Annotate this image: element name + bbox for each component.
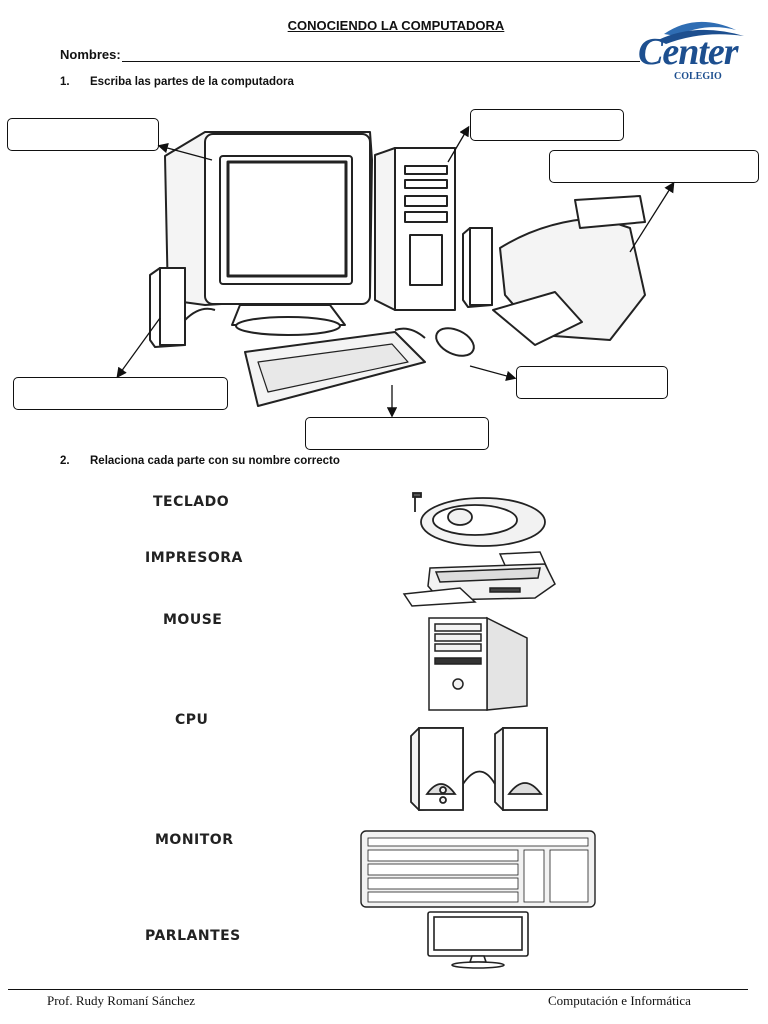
computer-illustration <box>149 131 646 407</box>
printer-picture[interactable] <box>400 550 560 608</box>
logo-text: Center <box>638 31 739 73</box>
word-teclado[interactable]: TECLADO <box>153 494 230 510</box>
answer-box-printer[interactable] <box>549 150 759 183</box>
answer-box-monitor[interactable] <box>7 118 159 151</box>
answer-box-mouse[interactable] <box>516 366 668 399</box>
cpu-tower-picture[interactable] <box>425 614 535 712</box>
answer-box-cpu[interactable] <box>470 109 624 141</box>
mouse-picture[interactable] <box>405 490 555 552</box>
speakers-picture[interactable] <box>405 724 555 816</box>
answer-box-speaker[interactable] <box>13 377 228 410</box>
word-mouse[interactable]: MOUSE <box>163 612 223 628</box>
center-logo: Center COLEGIO <box>636 14 756 84</box>
name-field[interactable] <box>122 61 640 62</box>
monitor-picture[interactable] <box>424 910 534 970</box>
question-text: Relaciona cada parte con su nombre corre… <box>90 455 340 467</box>
keyboard-picture[interactable] <box>358 828 598 910</box>
word-cpu[interactable]: CPU <box>175 712 209 728</box>
pointer-arrows <box>116 125 675 418</box>
footer-teacher: Prof. Rudy Romaní Sánchez <box>47 993 196 1008</box>
word-monitor[interactable]: MONITOR <box>155 832 234 848</box>
word-parlantes[interactable]: PARLANTES <box>145 928 241 944</box>
question-number: 1. <box>60 76 70 88</box>
logo-subtext: COLEGIO <box>674 71 722 82</box>
footer-subject: Computación e Informática <box>548 993 691 1008</box>
name-label: Nombres: <box>60 47 121 62</box>
question-2: 2. Relaciona cada parte con su nombre co… <box>60 455 340 467</box>
word-impresora[interactable]: IMPRESORA <box>145 550 243 566</box>
wave-icon <box>658 21 744 44</box>
question-1: 1. Escriba las partes de la computadora <box>60 76 294 88</box>
answer-box-keyboard[interactable] <box>305 417 489 450</box>
footer-divider <box>8 989 748 990</box>
page-title: CONOCIENDO LA COMPUTADORA <box>287 18 505 33</box>
question-number: 2. <box>60 455 70 467</box>
question-text: Escriba las partes de la computadora <box>90 76 294 88</box>
